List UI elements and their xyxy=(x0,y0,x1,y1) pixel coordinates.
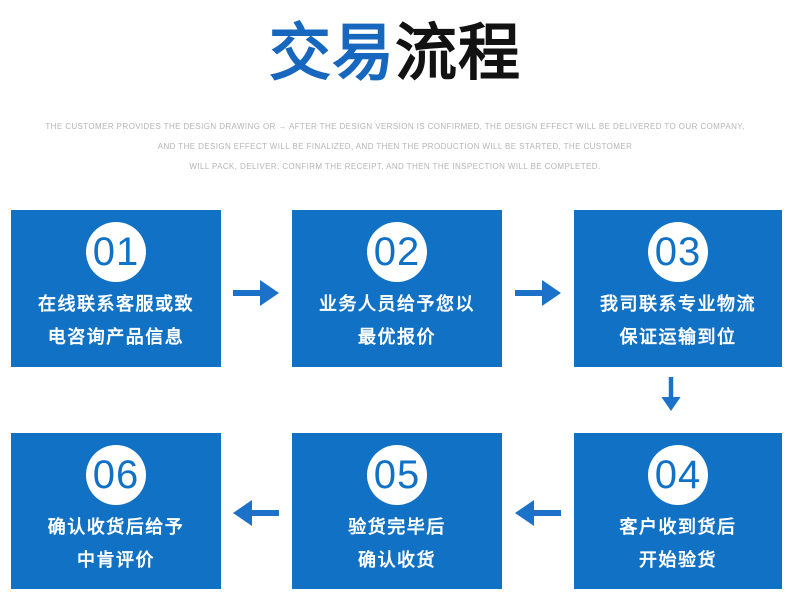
step-number: 01 xyxy=(92,230,140,274)
subtitle-line-2: AND THE DESIGN EFFECT WILL BE FINALIZED,… xyxy=(157,142,633,151)
step-number-badge: 02 xyxy=(367,222,427,282)
step-text-line-2: 中肯评价 xyxy=(77,550,155,570)
step-box-02: 02 业务人员给予您以 最优报价 xyxy=(292,210,502,367)
step-box-04: 04 客户收到货后 开始验货 xyxy=(574,433,782,589)
step-number-badge: 06 xyxy=(86,445,146,505)
title-part-blue: 交易 xyxy=(268,19,395,88)
step-box-06: 06 确认收货后给予 中肯评价 xyxy=(11,433,221,589)
step-text-line-2: 确认收货 xyxy=(358,550,436,570)
step-description: 我司联系专业物流 保证运输到位 xyxy=(574,288,782,354)
step-number: 06 xyxy=(92,453,140,497)
step-text-line-2: 电咨询产品信息 xyxy=(47,327,185,347)
arrow-left-icon xyxy=(515,496,561,530)
step-description: 确认收货后给予 中肯评价 xyxy=(11,511,221,577)
step-description: 客户收到货后 开始验货 xyxy=(574,511,782,577)
step-number: 02 xyxy=(373,230,421,274)
step-box-03: 03 我司联系专业物流 保证运输到位 xyxy=(574,210,782,367)
arrow-left-icon xyxy=(233,496,279,530)
step-description: 验货完毕后 确认收货 xyxy=(292,511,502,577)
step-text-line-1: 业务人员给予您以 xyxy=(319,294,475,314)
step-text-line-2: 最优报价 xyxy=(358,327,436,347)
step-text-line-1: 确认收货后给予 xyxy=(47,517,185,537)
title-part-black: 流程 xyxy=(395,19,522,88)
step-number-badge: 03 xyxy=(648,222,708,282)
subtitle-line-3: WILL PACK, DELIVER, CONFIRM THE RECEIPT,… xyxy=(189,162,601,171)
subtitle-text: THE CUSTOMER PROVIDES THE DESIGN DRAWING… xyxy=(0,117,790,177)
step-description: 业务人员给予您以 最优报价 xyxy=(292,288,502,354)
arrow-right-icon xyxy=(515,276,561,310)
subtitle-line-1: THE CUSTOMER PROVIDES THE DESIGN DRAWING… xyxy=(45,122,745,131)
step-text-line-2: 开始验货 xyxy=(639,550,717,570)
page-title: 交易流程 xyxy=(0,18,790,89)
step-box-01: 01 在线联系客服或致 电咨询产品信息 xyxy=(11,210,221,367)
step-number-badge: 05 xyxy=(367,445,427,505)
step-number: 03 xyxy=(654,230,702,274)
step-text-line-1: 客户收到货后 xyxy=(619,517,737,537)
step-box-05: 05 验货完毕后 确认收货 xyxy=(292,433,502,589)
step-number: 04 xyxy=(654,453,702,497)
step-text-line-1: 验货完毕后 xyxy=(348,517,446,537)
step-text-line-1: 我司联系专业物流 xyxy=(600,294,756,314)
step-text-line-2: 保证运输到位 xyxy=(619,327,737,347)
step-text-line-1: 在线联系客服或致 xyxy=(38,294,194,314)
step-number-badge: 01 xyxy=(86,222,146,282)
step-description: 在线联系客服或致 电咨询产品信息 xyxy=(11,288,221,354)
step-number-badge: 04 xyxy=(648,445,708,505)
arrow-down-icon xyxy=(660,377,694,423)
step-number: 05 xyxy=(373,453,421,497)
arrow-right-icon xyxy=(233,276,279,310)
